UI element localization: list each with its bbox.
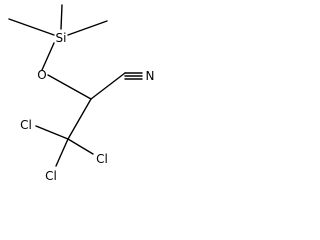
bond-si-methyl-right — [67, 20, 108, 36]
bond-si-methyl-top — [60, 4, 63, 30]
atom-cl-right-label: Cl — [96, 152, 108, 166]
chemical-structure: Si O N Cl Cl Cl — [8, 4, 155, 183]
atom-n-label: N — [146, 69, 155, 83]
atom-o-label: O — [37, 68, 46, 82]
bond-si-methyl-left — [8, 18, 55, 36]
bond-c-cl-bottom — [55, 138, 69, 167]
bond-si-o — [41, 42, 55, 71]
atom-cl-bottom-label: Cl — [45, 169, 57, 183]
bond-c-cl-left — [35, 125, 69, 140]
bond-c-cl-right — [67, 138, 94, 155]
bond-ch-cn — [90, 72, 126, 100]
bond-o-ch — [47, 74, 92, 100]
atom-cl-left-label: Cl — [20, 118, 32, 132]
bond-ch-ccl3 — [67, 98, 92, 140]
atom-si-label: Si — [56, 31, 67, 45]
